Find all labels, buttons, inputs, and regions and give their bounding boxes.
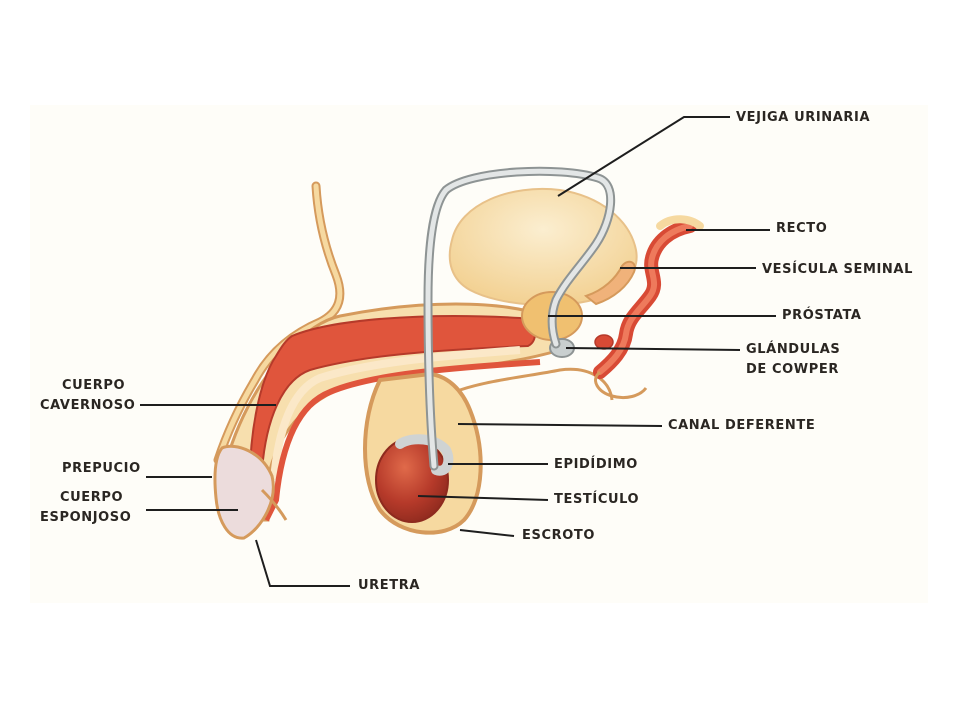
label-prostata: PRÓSTATA [782,308,862,323]
corpus-spongiosum [263,359,541,522]
leader-lines [140,116,776,587]
urethra-channel [270,346,521,481]
label-recto: RECTO [776,221,828,236]
label-cuerpo-esponjoso-2: ESPONJOSO [40,510,132,525]
label-glandulas-cowper-2: DE COWPER [746,362,839,377]
label-prepucio: PREPUCIO [62,461,141,476]
label-vejiga-urinaria: VEJIGA URINARIA [736,110,871,125]
label-cuerpo-cavernoso-2: CAVERNOSO [40,398,136,413]
epididymis [395,434,454,476]
label-testiculo: TESTÍCULO [554,492,640,507]
leader-vejiga [557,116,730,197]
perineum [459,367,614,401]
leader-cowper [565,347,741,351]
label-canal-deferente: CANAL DEFERENTE [668,418,816,433]
leader-escroto [459,529,515,537]
label-cuerpo-cavernoso-1: CUERPO [62,378,126,393]
leader-testiculo [417,495,549,501]
label-cuerpo-esponjoso-1: CUERPO [60,490,124,505]
label-glandulas-cowper-1: GLÁNDULAS [746,342,841,357]
label-epididimo: EPIDÍDIMO [554,457,638,472]
label-vesicula-seminal: VESÍCULA SEMINAL [762,262,913,277]
label-escroto: ESCROTO [522,528,595,543]
seminal-vesicle [583,260,636,306]
label-uretra: URETRA [358,578,420,593]
corpus-cavernosum [248,315,536,480]
leader-uretra [255,539,350,587]
glans-prepuce [213,444,275,540]
leader-canal [457,423,663,427]
